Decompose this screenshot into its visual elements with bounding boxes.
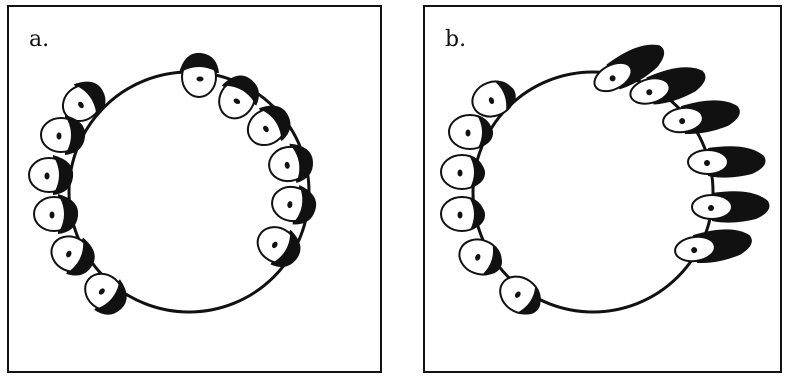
cell-nucleus (679, 118, 686, 125)
cell (440, 154, 486, 190)
panel-b-diagram (440, 44, 770, 315)
cell (687, 146, 766, 178)
cell-nucleus (284, 161, 290, 169)
cell-nucleus (49, 211, 55, 219)
cell (28, 155, 74, 195)
cell-cap (495, 82, 516, 112)
cell (593, 44, 665, 93)
cell-cap (292, 147, 311, 179)
cell (629, 67, 706, 105)
cell-nucleus (609, 75, 616, 82)
cell (471, 80, 516, 118)
cell-nucleus (78, 101, 84, 109)
cell (246, 105, 291, 147)
cell-cap (470, 199, 486, 230)
cell-nucleus (488, 97, 495, 105)
cell-cap (98, 283, 124, 312)
cell (84, 272, 127, 315)
cell-nucleus (465, 129, 471, 137)
cell (691, 191, 770, 223)
cell (458, 238, 503, 276)
cell-nucleus (691, 247, 698, 254)
cell-nucleus (704, 160, 710, 166)
cell-cap (478, 117, 494, 148)
cell (256, 226, 301, 267)
cell-cap (295, 189, 313, 221)
cell (448, 114, 494, 150)
cell-nucleus (66, 250, 72, 258)
cell (662, 100, 740, 134)
panel-a-label: a. (29, 27, 50, 52)
cell (33, 194, 79, 234)
cell (40, 115, 86, 155)
cell (268, 143, 313, 184)
cell-nucleus (287, 201, 293, 209)
cell (674, 229, 752, 263)
cell (271, 184, 317, 225)
cell-cap (69, 242, 92, 273)
cell-cap (77, 85, 103, 113)
cell-nucleus (263, 125, 269, 133)
cell (179, 52, 219, 98)
cell-nucleus (271, 241, 278, 249)
cell-nucleus (646, 89, 653, 96)
ring (471, 70, 715, 314)
panel-b: b. (423, 5, 782, 373)
cell-cap (517, 287, 541, 315)
cell-cap (262, 109, 288, 137)
panel-b-label: b. (445, 27, 467, 52)
cell-cap (226, 79, 256, 102)
cell-nucleus (196, 76, 204, 82)
panel-a-diagram (28, 52, 317, 315)
cell-nucleus (708, 205, 714, 211)
cell (499, 275, 541, 315)
cell (50, 235, 95, 276)
cell (440, 196, 486, 232)
panel-a: a. (7, 5, 382, 373)
cell-nucleus (56, 132, 62, 140)
cell-cap (470, 157, 486, 188)
cell-cap (274, 234, 297, 264)
cell-cap (482, 245, 503, 275)
cell-nucleus (44, 172, 50, 180)
cell-nucleus (98, 288, 105, 295)
cell-nucleus (475, 253, 481, 261)
cell-cap (183, 55, 215, 71)
cell (218, 75, 259, 120)
cell-nucleus (514, 291, 521, 298)
cell-nucleus (457, 211, 463, 219)
cell-cap (60, 198, 76, 230)
cell-cap (55, 159, 71, 191)
cell (61, 81, 106, 123)
cell-nucleus (233, 98, 241, 105)
cell-cap (67, 119, 83, 151)
cell-nucleus (457, 169, 463, 177)
